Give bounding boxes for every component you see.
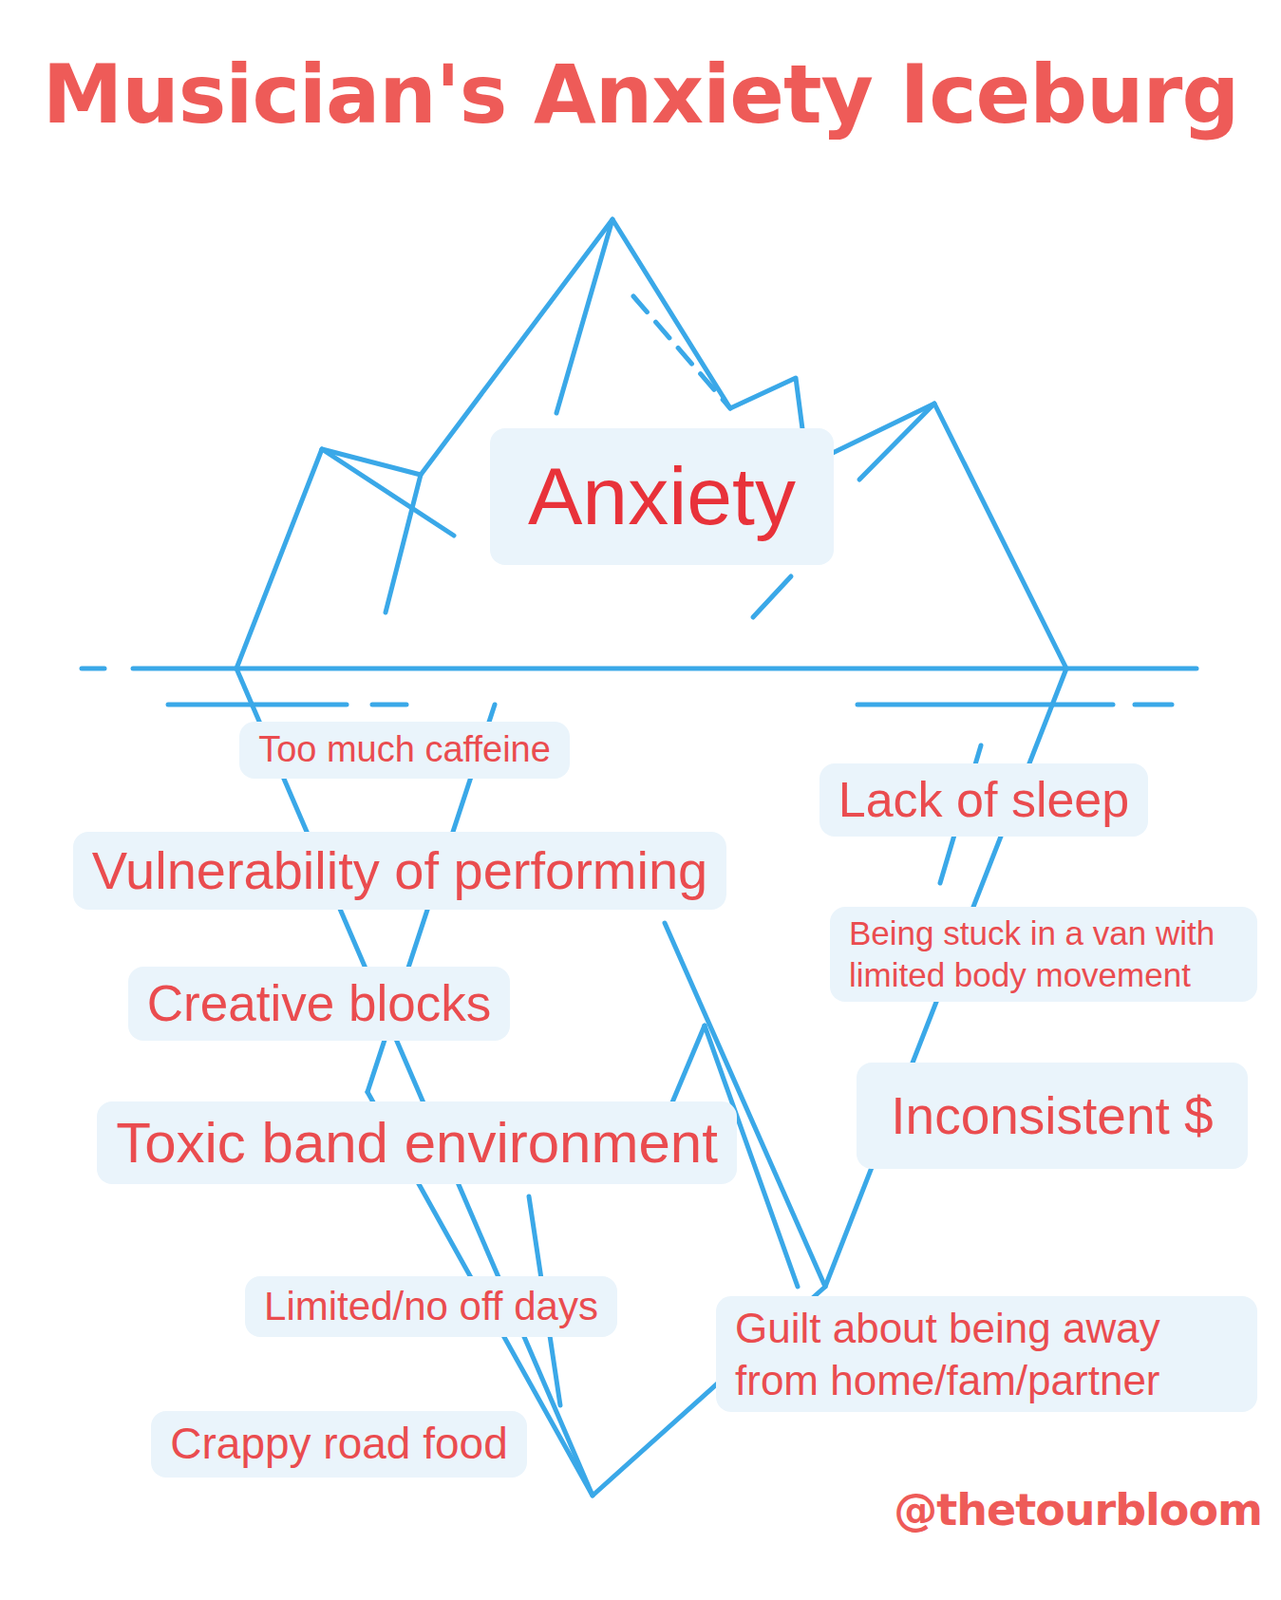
waterline [1134, 702, 1172, 708]
cause-box: Inconsistent $ [856, 1062, 1247, 1170]
facet-line [321, 449, 454, 536]
facet-line [385, 474, 421, 613]
box-text: Crappy road food [169, 1416, 508, 1472]
box-text: Being stuck in a van with limited body m… [848, 912, 1239, 997]
facet-line [556, 219, 613, 414]
box-text: Vulnerability of performing [92, 837, 708, 905]
iceberg-top-outline [236, 219, 1067, 669]
cause-box: Creative blocks [128, 966, 510, 1041]
waterline [168, 702, 347, 708]
waterline [132, 666, 1197, 672]
box-text: Creative blocks [147, 972, 491, 1036]
cause-box: Too much caffeine [239, 721, 570, 779]
waterline [372, 702, 407, 708]
cause-box: Vulnerability of performing [73, 831, 727, 910]
cause-box: Crappy road food [150, 1411, 527, 1478]
cause-box: Toxic band environment [96, 1101, 737, 1185]
box-text: Anxiety [527, 445, 796, 548]
diagram-title: Musician's Anxiety Iceburg [42, 47, 1240, 142]
cause-box: Lack of sleep [819, 763, 1149, 837]
box-text: Lack of sleep [838, 769, 1130, 831]
cause-box: Limited/no off days [244, 1276, 618, 1338]
box-text: Toxic band environment [115, 1107, 718, 1179]
facet-line [753, 576, 792, 618]
iceberg-tip-box: Anxiety [489, 428, 834, 566]
watermark: @thetourbloom [893, 1484, 1263, 1536]
waterline [81, 666, 105, 672]
facet-line [633, 296, 731, 409]
waterline [857, 702, 1113, 708]
box-text: Too much caffeine [258, 727, 551, 773]
box-text: Inconsistent $ [890, 1083, 1213, 1150]
cause-box: Guilt about being away from home/fam/par… [715, 1296, 1258, 1413]
facet-line [859, 403, 935, 480]
box-text: Limited/no off days [263, 1281, 599, 1333]
cause-box: Being stuck in a van with limited body m… [829, 906, 1258, 1002]
box-text: Guilt about being away from home/fam/par… [734, 1301, 1239, 1407]
